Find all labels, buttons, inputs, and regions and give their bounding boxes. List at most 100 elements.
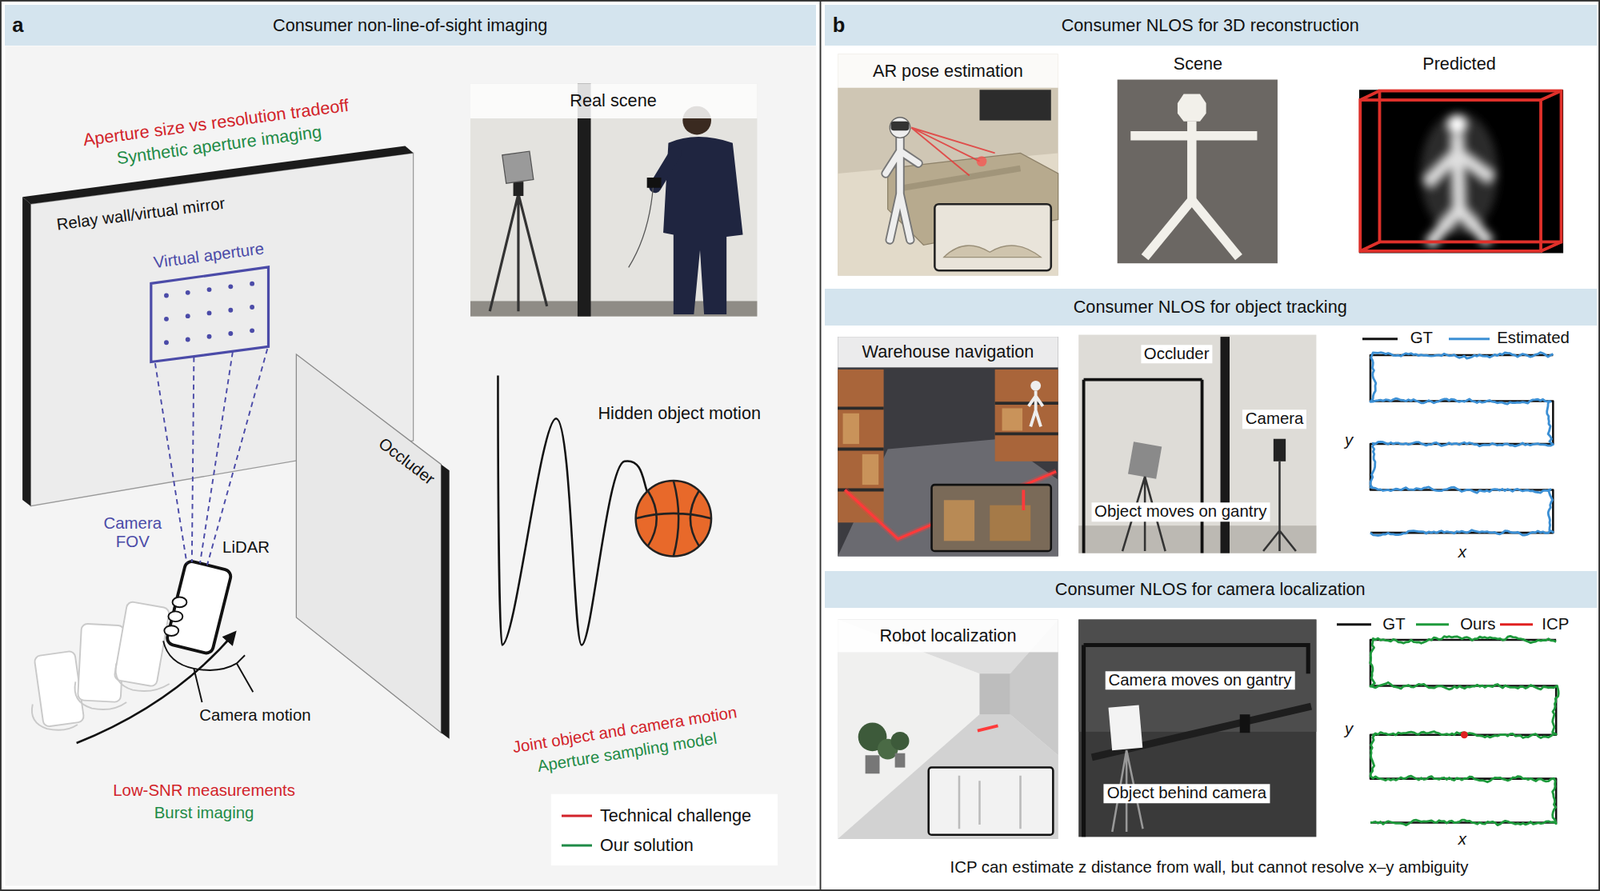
legend-entry: Our solution	[561, 836, 694, 856]
fov-label: Camera FOV	[100, 513, 166, 552]
tracking-setup-photo-part	[1084, 380, 1203, 554]
section-header: Consumer NLOS for object tracking	[824, 288, 1598, 326]
legend-text: Our solution	[600, 836, 694, 856]
legend-entry: Technical challenge	[561, 806, 752, 827]
photo-tile: Scene	[1117, 79, 1278, 264]
ghost-phones-part	[32, 704, 78, 730]
axis-label: x	[1458, 544, 1467, 563]
prediction-volume-part-part	[1426, 134, 1492, 245]
sample-point	[185, 290, 191, 296]
panel-header-text: Consumer non-line-of-sight imaging	[272, 15, 548, 36]
section-header: Consumer NLOS for camera localization	[824, 571, 1598, 608]
reconstruction-tile: Predicted	[1356, 89, 1564, 253]
real-scene-photo-part	[470, 84, 757, 119]
scene-photo-part	[1117, 80, 1278, 264]
tracking-setup-photo-part	[1078, 335, 1316, 554]
localization-setup-photo	[1078, 620, 1316, 838]
trajectory-line	[1370, 352, 1553, 536]
prediction-volume-part-part	[1448, 115, 1467, 134]
ar-room-render-part	[934, 204, 1051, 271]
ar-room-render-part	[911, 128, 996, 176]
phone-lidar-part	[163, 640, 245, 671]
sample-point	[185, 337, 191, 343]
warehouse-render-part	[995, 369, 1059, 462]
ar-room-render-part	[976, 156, 988, 167]
axis-label: y	[1344, 720, 1353, 739]
robot-corridor-render-part	[891, 732, 910, 751]
sample-point	[228, 331, 233, 336]
robot-corridor-render-part	[837, 714, 1059, 840]
scene-photo	[1117, 80, 1278, 264]
real-scene-photo-part	[513, 181, 524, 196]
legend-entry: Ours	[1416, 615, 1496, 634]
localization-setup-photo-part	[1084, 644, 1309, 837]
tracking-setup-photo-part	[1273, 439, 1286, 462]
warehouse-render-part	[932, 484, 1052, 552]
section-header-text: Consumer NLOS for object tracking	[1073, 296, 1348, 317]
trajectory-line	[1370, 640, 1556, 823]
ghost-phones-part	[34, 651, 85, 728]
sample-point	[228, 284, 233, 290]
section-header-text: Consumer NLOS for camera localization	[1055, 580, 1366, 600]
photo-tile-text: Scene	[1173, 54, 1223, 75]
occluder-face	[440, 464, 449, 739]
robot-corridor-render-part	[979, 673, 1010, 715]
sample-point	[249, 281, 255, 287]
warehouse-render-part	[1021, 490, 1025, 512]
legend-text: Estimated	[1496, 329, 1570, 348]
ar-room-render-part	[885, 137, 919, 240]
real-scene-photo-part	[502, 151, 534, 184]
fov-ray	[192, 356, 195, 562]
legend-text: ICP	[1541, 615, 1569, 634]
hidden-object-trajectory-part	[636, 480, 712, 556]
robot-corridor-render-part	[959, 776, 1021, 829]
axis-label: y	[1344, 431, 1353, 450]
sample-point	[249, 304, 255, 310]
legend-text: Ours	[1460, 615, 1496, 634]
legend-swatch	[561, 844, 592, 848]
photo-tile: Real scene	[470, 84, 757, 317]
warehouse-render-part	[837, 336, 1059, 368]
panel-header-text: Consumer NLOS for 3D reconstruction	[1061, 15, 1360, 36]
relay-wall-face	[22, 196, 31, 506]
scene-photo-part	[1177, 93, 1207, 121]
prediction-volume-part-part	[1360, 100, 1541, 252]
photo-tile-text: Object behind camera	[1104, 784, 1270, 804]
photo-tile-text: Real scene	[569, 91, 656, 112]
real-scene-photo-part	[470, 84, 757, 317]
ghost-phones-part	[116, 663, 170, 692]
sample-point	[207, 311, 212, 316]
virtual-aperture: Virtual aperture	[148, 260, 273, 364]
sample-point	[207, 334, 212, 340]
legend-entry: GT	[1336, 615, 1406, 634]
sensor-label: LiDAR	[222, 538, 270, 557]
warehouse-render-part	[837, 336, 1059, 556]
sample-point	[164, 293, 169, 299]
real-scene-photo	[470, 84, 757, 317]
legend-swatch	[1500, 623, 1533, 626]
solution-note: Burst imaging	[154, 804, 255, 823]
phone-lidar-part	[168, 611, 183, 622]
sample-point	[164, 340, 169, 346]
real-scene-photo-part	[647, 177, 662, 188]
ar-room-render-part	[837, 54, 1059, 88]
fov-ray	[200, 352, 233, 564]
scene-photo-part	[1130, 121, 1257, 258]
prediction-volume-part-part	[1360, 91, 1561, 252]
robot-corridor-render-part	[837, 620, 1059, 653]
photo-tile-text: Occluder	[1140, 344, 1212, 364]
fov-ray	[207, 348, 268, 565]
occluder-outline	[291, 347, 455, 740]
localization-setup-photo-part	[1240, 714, 1251, 733]
phone-lidar-part	[193, 663, 253, 702]
scene-photo-part-part	[1192, 200, 1240, 257]
render-tile: AR pose estimation	[837, 54, 1059, 276]
robot-corridor-render	[837, 620, 1059, 840]
figure-frame-part	[820, 0, 822, 891]
axis-label: x	[1458, 830, 1467, 849]
scene-photo-part-part	[1130, 131, 1257, 140]
tracking-setup-photo	[1078, 335, 1316, 554]
real-scene-photo-part	[628, 188, 654, 268]
